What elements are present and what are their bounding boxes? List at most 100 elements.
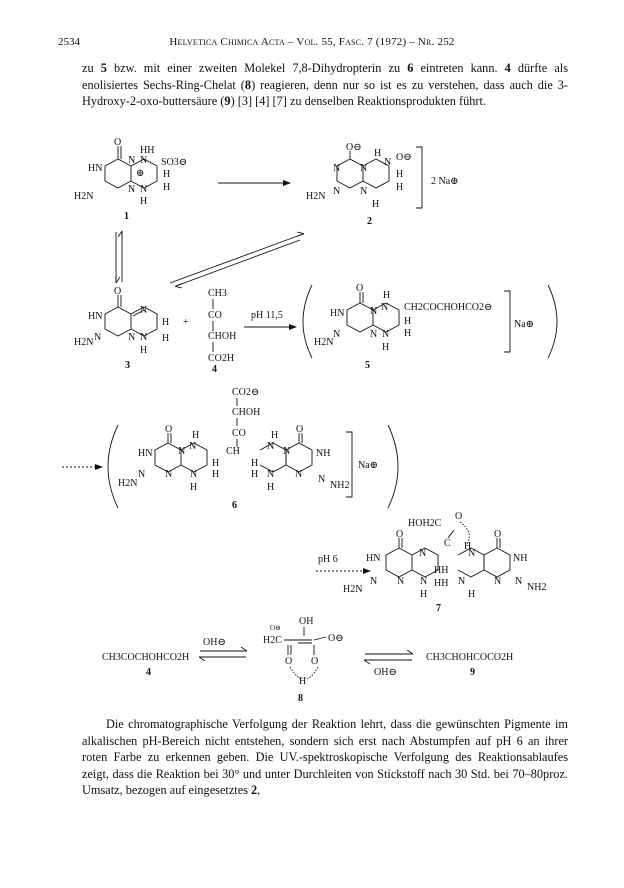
svg-text:H: H	[396, 182, 403, 193]
structure-compound-4: CH3 CO CHOH CO2H 4	[208, 288, 236, 375]
plus-sign: +	[183, 317, 189, 328]
svg-text:H: H	[162, 333, 169, 344]
svg-text:O: O	[494, 529, 501, 540]
structure-compound-1: O HN N N N ⊕ HH SO3⊖ H H N H H2N 1	[74, 137, 187, 222]
svg-text:CH3COCHOHCO2H: CH3COCHOHCO2H	[102, 652, 189, 663]
svg-text:H2C: H2C	[263, 635, 282, 646]
svg-text:H: H	[212, 469, 219, 480]
svg-text:H: H	[162, 317, 169, 328]
svg-text:H: H	[404, 328, 411, 339]
svg-text:N: N	[419, 548, 426, 559]
svg-text:H: H	[382, 342, 389, 353]
svg-text:⊕: ⊕	[136, 168, 144, 179]
structure-compound-9: CH3CHOHCOCO2H 9	[426, 652, 513, 678]
svg-text:N: N	[333, 329, 340, 340]
label-compound-9: 9	[470, 667, 475, 678]
svg-text:CH3CHOHCOCO2H: CH3CHOHCOCO2H	[426, 652, 513, 663]
arrow-2-to-3	[176, 239, 301, 286]
svg-text:N: N	[190, 469, 197, 480]
svg-text:H: H	[420, 589, 427, 600]
svg-text:N: N	[333, 163, 340, 174]
page-number: 2534	[58, 36, 80, 48]
svg-text:H: H	[212, 458, 219, 469]
svg-text:H: H	[140, 345, 147, 356]
svg-text:HN: HN	[366, 553, 380, 564]
svg-text:HN: HN	[330, 308, 344, 319]
journal-title: Helvetica Chimica Acta – Vol. 55, Fasc. …	[169, 36, 455, 48]
svg-text:H: H	[468, 589, 475, 600]
svg-text:CHOH: CHOH	[232, 407, 260, 418]
svg-text:H: H	[163, 169, 170, 180]
svg-text:HH: HH	[140, 145, 154, 156]
svg-text:H: H	[251, 458, 258, 469]
conclusion-paragraph: Die chromatographische Verfolgung der Re…	[82, 717, 568, 798]
svg-text:N: N	[140, 305, 147, 316]
svg-text:H: H	[404, 316, 411, 327]
svg-text:CHOH: CHOH	[208, 331, 236, 342]
svg-text:Na⊕: Na⊕	[358, 460, 378, 471]
svg-text:N: N	[370, 576, 377, 587]
svg-text:N: N	[178, 446, 185, 457]
svg-text:O: O	[296, 424, 303, 435]
svg-text:H: H	[372, 199, 379, 210]
svg-text:NH2: NH2	[330, 480, 349, 491]
svg-text:N: N	[420, 576, 427, 587]
svg-text:N: N	[515, 576, 522, 587]
svg-text:H: H	[271, 430, 278, 441]
svg-text:N: N	[370, 329, 377, 340]
svg-text:N: N	[140, 184, 147, 195]
svg-text:N: N	[94, 332, 101, 343]
svg-text:O⊖: O⊖	[270, 624, 281, 632]
svg-text:H2N: H2N	[74, 191, 93, 202]
svg-text:H: H	[464, 541, 471, 552]
svg-text:H: H	[383, 290, 390, 301]
svg-text:2 Na⊕: 2 Na⊕	[431, 176, 459, 187]
svg-text:HOH2C: HOH2C	[408, 518, 442, 529]
structure-compound-6: CO2⊖ CHOH CO O H HN N N N N N H H2N CH H…	[62, 387, 399, 511]
svg-text:N: N	[267, 441, 274, 452]
svg-text:N: N	[468, 548, 475, 559]
svg-text:H2N: H2N	[314, 337, 333, 348]
svg-text:C: C	[444, 538, 451, 549]
svg-text:H: H	[190, 482, 197, 493]
svg-text:CH3: CH3	[208, 288, 227, 299]
svg-text:H: H	[396, 169, 403, 180]
svg-text:N: N	[333, 186, 340, 197]
label-compound-1: 1	[124, 211, 129, 222]
svg-text:NH2: NH2	[527, 582, 546, 593]
structure-compound-5: O H HN N N CH2COCHOHCO2⊖ H H N N N H H2N…	[302, 283, 558, 371]
svg-text:HH: HH	[434, 578, 448, 589]
svg-text:H: H	[251, 469, 258, 480]
condition-ph-11-5: pH 11,5	[251, 310, 283, 321]
svg-text:HH: HH	[434, 565, 448, 576]
svg-text:O: O	[285, 656, 292, 667]
svg-text:O: O	[455, 511, 462, 522]
condition-oh-left: OH⊖	[203, 637, 226, 648]
svg-text:H: H	[299, 676, 306, 687]
svg-text:N: N	[128, 155, 135, 166]
label-compound-6: 6	[232, 500, 237, 511]
svg-text:O: O	[114, 137, 121, 148]
svg-text:N: N	[138, 469, 145, 480]
svg-text:H: H	[374, 148, 381, 159]
svg-text:CO2⊖: CO2⊖	[232, 387, 259, 398]
structure-compound-3: O HN N H H N N H H2N N 3	[74, 286, 169, 371]
svg-text:N: N	[370, 306, 377, 317]
svg-text:N: N	[494, 576, 501, 587]
arrow-3-to-2	[169, 234, 303, 284]
svg-text:H: H	[192, 430, 199, 441]
svg-text:CH: CH	[226, 446, 240, 457]
svg-text:HN: HN	[88, 311, 102, 322]
svg-text:N: N	[267, 469, 274, 480]
condition-ph-6: pH 6	[318, 554, 338, 565]
label-compound-3: 3	[125, 360, 130, 371]
svg-text:N: N	[381, 302, 388, 313]
svg-text:N: N	[360, 163, 367, 174]
svg-text:O: O	[396, 529, 403, 540]
svg-text:O: O	[165, 424, 172, 435]
svg-text:N: N	[165, 469, 172, 480]
svg-text:N: N	[189, 441, 196, 452]
svg-text:N: N	[295, 469, 302, 480]
label-compound-4: 4	[212, 364, 217, 375]
